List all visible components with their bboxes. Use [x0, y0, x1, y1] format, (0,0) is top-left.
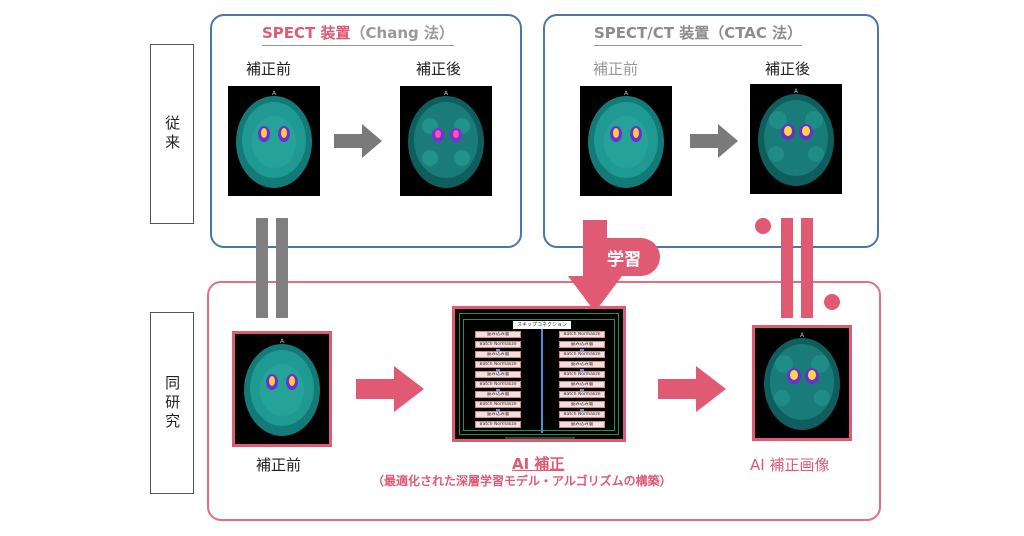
spect-panel-title-sub: （Chang 法） [350, 24, 454, 42]
network-right-block: 畳み込み層 [559, 361, 605, 368]
approx-bar-right [801, 218, 813, 318]
network-right-block: Batch Normalize [559, 351, 605, 358]
spectct-after-scan: A [750, 84, 842, 194]
network-right-block: 畳み込み層 [559, 401, 605, 408]
network-left-block: Batch Normalize [475, 421, 521, 428]
spect-after-scan: A [400, 86, 492, 196]
ai-correction-sublabel: （最適化された深層学習モデル・アルゴリズムの構築） [372, 474, 672, 488]
network-left-block: Batch Normalize [475, 361, 521, 368]
network-right-arrow-icon [580, 409, 584, 412]
network-left-arrow-icon [496, 389, 500, 392]
spectct-panel-title: SPECT/CT 装置（CTAC 法） [594, 22, 803, 46]
network-right-block: Batch Normalize [559, 331, 605, 338]
ai-result-label: AI 補正画像 [750, 456, 830, 474]
spect-after-label: 補正後 [416, 60, 462, 78]
spect-panel-title: SPECT 装置（Chang 法） [262, 22, 454, 46]
approx-dot-top [755, 218, 771, 234]
network-left-block: Batch Normalize [475, 401, 521, 408]
network-right-block: 畳み込み層 [559, 341, 605, 348]
study-arrow-right-icon [658, 366, 726, 412]
equivalence-bar-right [276, 218, 288, 318]
row-label-conventional: 従来 [150, 44, 194, 224]
approx-dot-bottom [824, 294, 840, 310]
learning-badge: 学習 [588, 238, 660, 276]
study-arrow-left-icon [356, 366, 424, 412]
spectct-after-label: 補正後 [765, 60, 811, 78]
network-right-block: Batch Normalize [559, 371, 605, 378]
network-left-arrow-icon [496, 349, 500, 352]
study-before-label: 補正前 [256, 456, 302, 474]
equivalence-bar-left [256, 218, 268, 318]
network-right-arrow-icon [580, 369, 584, 372]
scan-marker: A [272, 90, 277, 97]
scan-marker: A [280, 338, 285, 345]
network-frame-outer [459, 313, 619, 435]
network-left-block: 畳み込み層 [475, 331, 521, 338]
network-footer-line [505, 437, 575, 439]
spect-before-label: 補正前 [246, 60, 292, 78]
row-label-conventional-text: 従来 [163, 115, 182, 153]
row-label-this-study: 同研究 [150, 312, 194, 494]
learning-badge-text: 学習 [607, 249, 641, 270]
network-left-block: Batch Normalize [475, 341, 521, 348]
study-result-scan: A [752, 325, 852, 441]
scan-marker: A [444, 90, 449, 97]
network-header: スキップコネクション [513, 321, 571, 329]
network-left-block: 畳み込み層 [475, 411, 521, 418]
network-left-arrow-icon [496, 369, 500, 372]
spectct-before-label: 補正前 [593, 60, 639, 78]
spectct-before-scan: A [580, 86, 672, 196]
approx-bar-left [781, 218, 793, 318]
spect-before-scan: A [228, 86, 320, 196]
spectct-panel-title-text: SPECT/CT 装置（CTAC 法） [594, 24, 803, 42]
scan-marker: A [624, 90, 629, 97]
network-left-block: 畳み込み層 [475, 391, 521, 398]
network-right-arrow-icon [580, 389, 584, 392]
network-right-block: Batch Normalize [559, 391, 605, 398]
network-left-arrow-icon [496, 409, 500, 412]
network-right-block: Batch Normalize [559, 411, 605, 418]
network-right-block: 畳み込み層 [559, 381, 605, 388]
ai-correction-label: AI 補正 [512, 455, 565, 473]
network-left-block: 畳み込み層 [475, 351, 521, 358]
network-right-block: 畳み込み層 [559, 421, 605, 428]
study-before-scan: A [232, 331, 332, 447]
spect-panel-title-main: SPECT 装置 [262, 24, 351, 42]
scan-marker: A [794, 88, 799, 95]
network-left-block: Batch Normalize [475, 381, 521, 388]
network-right-arrow-icon [580, 349, 584, 352]
network-diagram: スキップコネクション 畳み込み層 Batch Normalize 畳み込み層 Batc… [452, 306, 626, 442]
spectct-arrow-icon [690, 124, 738, 158]
network-frame-inner [463, 319, 615, 431]
spect-arrow-icon [334, 124, 382, 158]
row-label-this-study-text: 同研究 [163, 374, 182, 432]
network-spine [541, 323, 543, 433]
network-left-block: 畳み込み層 [475, 371, 521, 378]
network-header-text: スキップコネクション [516, 321, 567, 328]
scan-marker: A [800, 332, 805, 339]
